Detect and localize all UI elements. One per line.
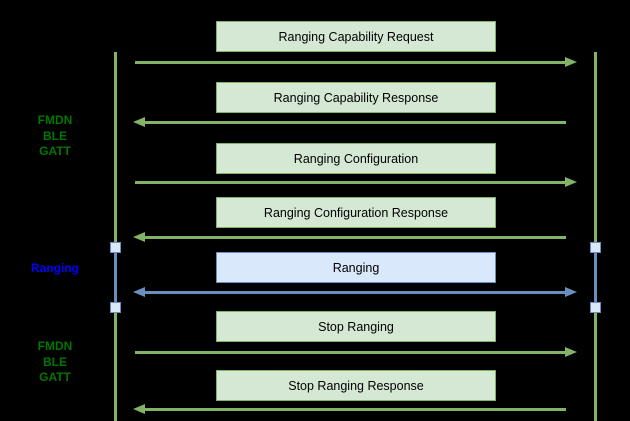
arrowhead-left-icon (133, 117, 145, 127)
session-endpoint-square (590, 302, 601, 313)
arrow-shaft (145, 407, 566, 411)
phase-label-fmdn-ble-gatt-top: FMDN BLE GATT (37, 113, 73, 158)
arrowhead-left-icon (133, 404, 145, 414)
arrow-shaft (145, 290, 565, 294)
arrowhead-right-icon (565, 177, 577, 187)
arrow-ranging-configuration-response (133, 232, 577, 242)
session-endpoint-square (590, 242, 601, 253)
message-box-ranging-capability-request: Ranging Capability Request (216, 21, 496, 52)
arrowhead-right-icon (565, 57, 577, 67)
arrowhead-left-icon (133, 232, 145, 242)
message-box-stop-ranging: Stop Ranging (216, 311, 496, 342)
arrow-shaft (145, 120, 566, 124)
arrow-ranging-capability-request (133, 57, 577, 67)
phase-label-ranging: Ranging (31, 261, 79, 275)
message-label: Stop Ranging Response (288, 378, 424, 393)
arrow-ranging-capability-response (133, 117, 577, 127)
lifeline-right (594, 52, 597, 421)
phase-label-fmdn-ble-gatt-bottom: FMDN BLE GATT (37, 339, 73, 384)
message-label: Stop Ranging (318, 319, 394, 334)
message-label: Ranging Capability Response (273, 90, 439, 105)
session-endpoint-square (110, 242, 121, 253)
arrowhead-right-icon (565, 347, 577, 357)
arrow-stop-ranging (133, 347, 577, 357)
message-label: Ranging Configuration (293, 151, 419, 166)
arrow-ranging-configuration (133, 177, 577, 187)
arrowhead-right-icon (565, 287, 577, 297)
session-endpoint-square (110, 302, 121, 313)
arrow-stop-ranging-response (133, 404, 577, 414)
message-box-ranging-configuration-response: Ranging Configuration Response (216, 197, 496, 228)
arrow-shaft (135, 180, 565, 184)
arrow-shaft (135, 350, 565, 354)
message-box-ranging-capability-response: Ranging Capability Response (216, 82, 496, 113)
message-label: Ranging Configuration Response (263, 205, 449, 220)
arrowhead-left-icon (133, 287, 145, 297)
message-box-ranging-configuration: Ranging Configuration (216, 143, 496, 174)
ranging-session-segment-right (594, 245, 597, 309)
message-box-stop-ranging-response: Stop Ranging Response (216, 370, 496, 401)
arrow-shaft (145, 235, 566, 239)
message-box-ranging: Ranging (216, 252, 496, 283)
arrow-shaft (135, 60, 565, 64)
message-label: Ranging Capability Request (278, 29, 434, 44)
ranging-session-segment-left (114, 245, 117, 309)
message-label: Ranging (332, 260, 380, 275)
lifeline-left (114, 52, 117, 421)
arrow-ranging-bidirectional (133, 287, 577, 297)
